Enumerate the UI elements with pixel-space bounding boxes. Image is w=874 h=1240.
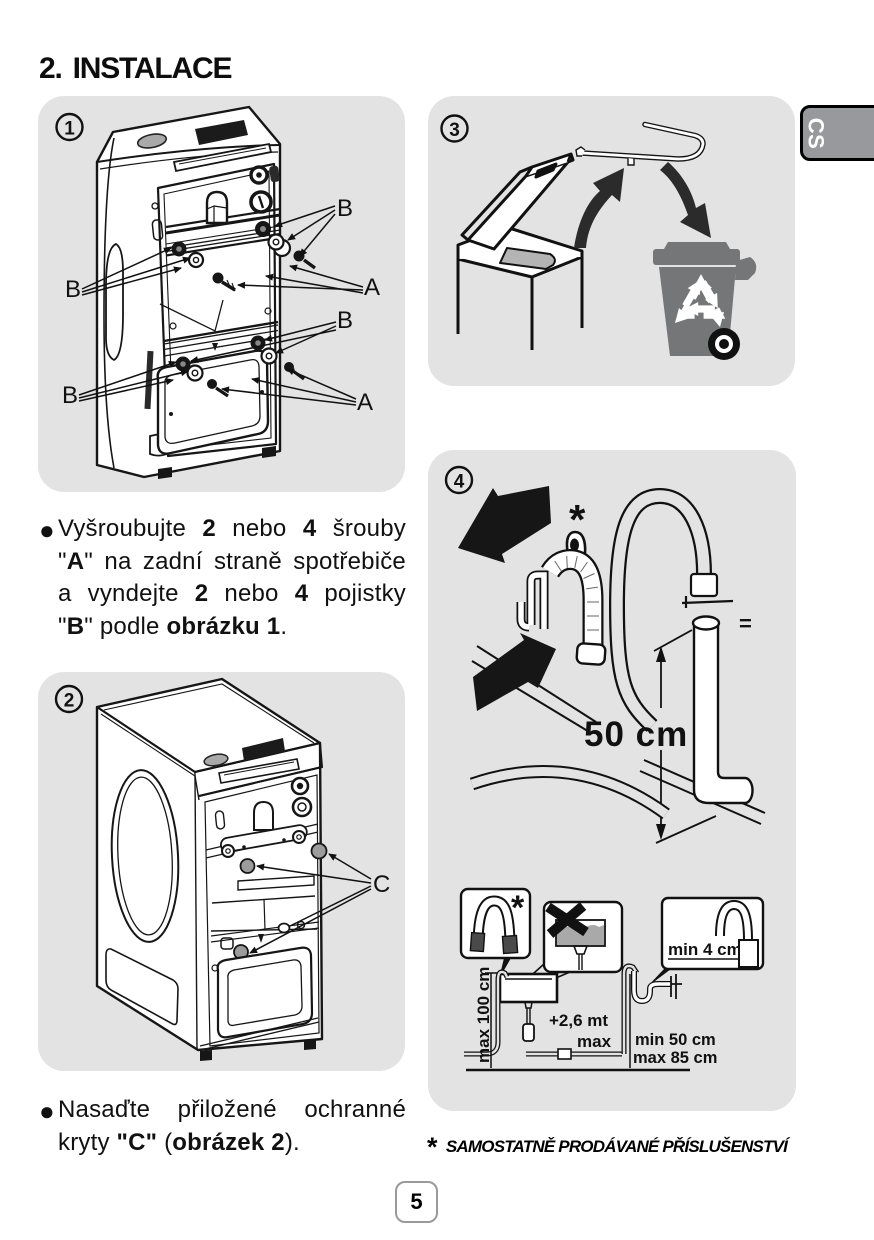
svg-text:3: 3: [449, 120, 460, 141]
svg-text:A: A: [364, 274, 380, 301]
svg-text:=: =: [739, 611, 752, 636]
svg-text:min 4 cm: min 4 cm: [668, 940, 742, 959]
svg-text:max 85 cm: max 85 cm: [633, 1049, 717, 1067]
svg-text:B: B: [62, 382, 78, 409]
svg-text:B: B: [337, 195, 353, 222]
svg-text:50 cm: 50 cm: [584, 715, 688, 754]
svg-text:A: A: [357, 389, 373, 416]
svg-text:B: B: [65, 276, 81, 303]
svg-text:max 100 cm: max 100 cm: [474, 967, 493, 1063]
svg-text:4: 4: [454, 472, 465, 493]
svg-text:+2,6 mt: +2,6 mt: [549, 1011, 608, 1030]
svg-text:*: *: [511, 889, 525, 927]
svg-text:2: 2: [64, 691, 75, 712]
svg-text:max: max: [577, 1032, 612, 1051]
svg-text:min 50 cm: min 50 cm: [635, 1031, 716, 1049]
svg-text:B: B: [337, 307, 353, 334]
svg-text:1: 1: [64, 119, 75, 140]
svg-text:C: C: [373, 871, 390, 898]
